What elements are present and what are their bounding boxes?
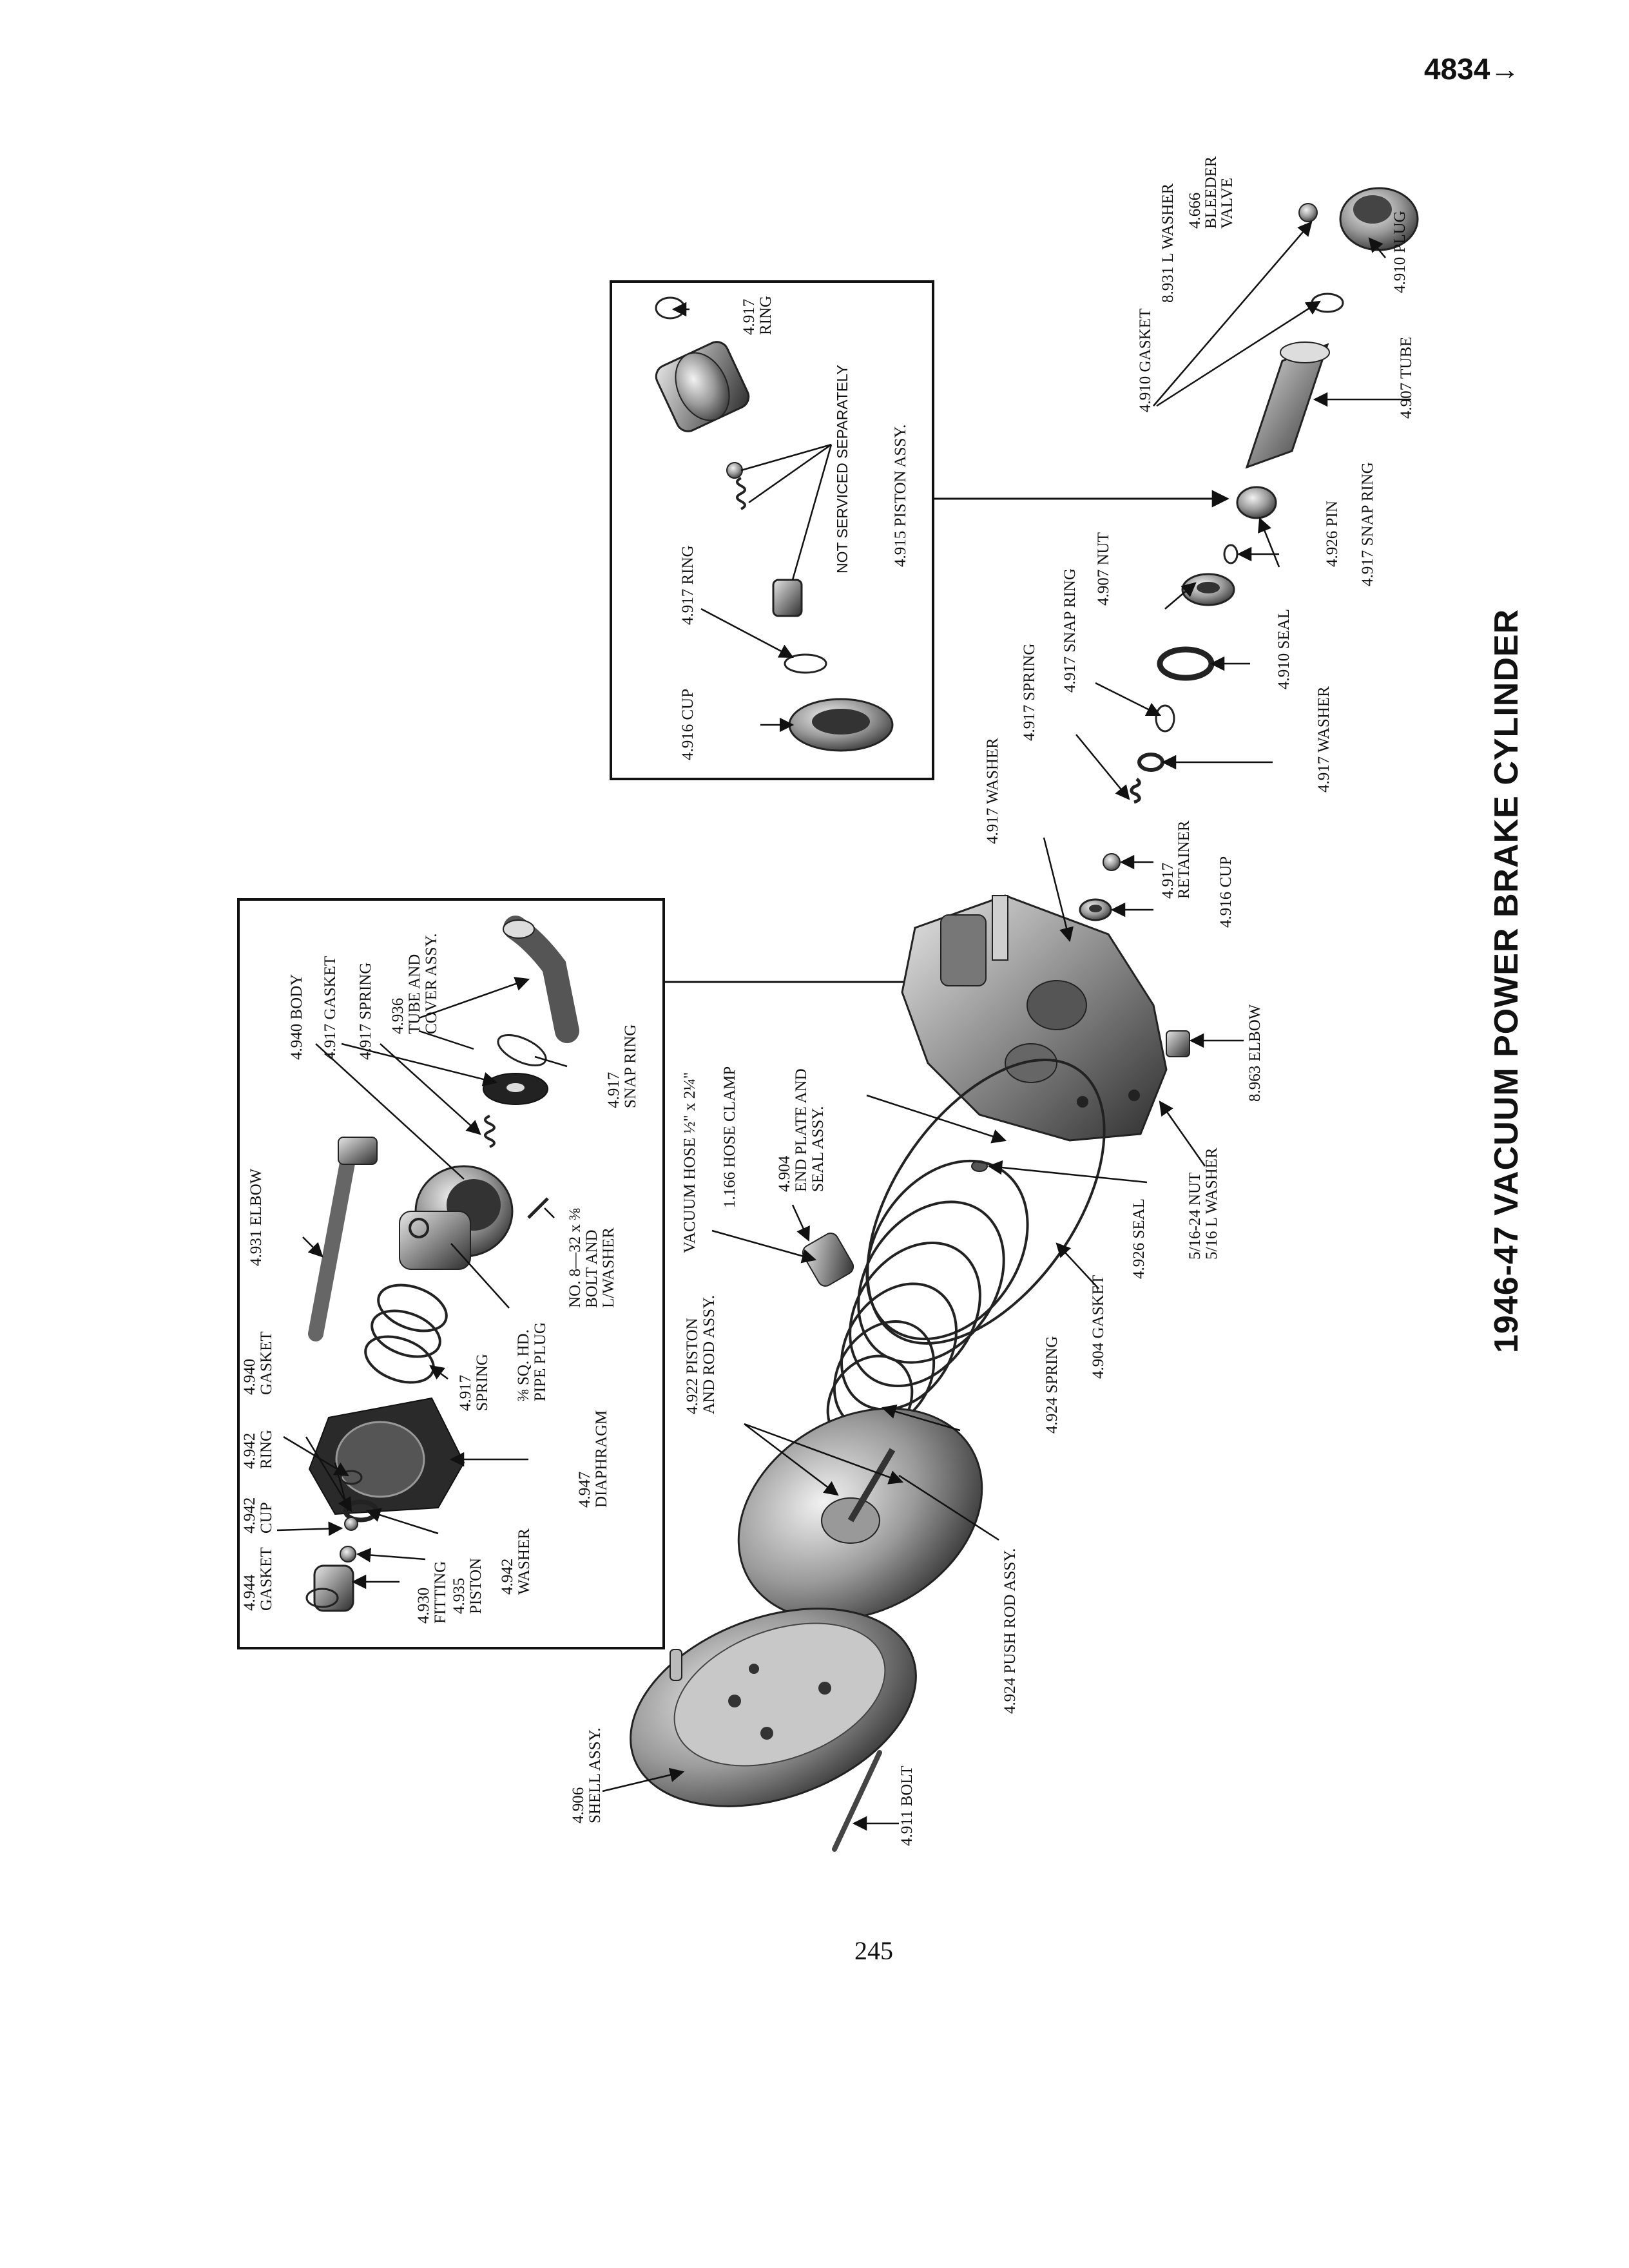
label-4917-spring-box: 4.917 SPRING — [357, 963, 374, 1060]
label-not-serviced: NOT SERVICED SEPARATELY — [834, 365, 851, 573]
piston-plate-part — [737, 1407, 983, 1621]
label-4942-ring: 4.942RING — [241, 1430, 275, 1469]
snap-ring-part-mid — [1155, 704, 1175, 733]
label-no8-bolt: NO. 8—32 x ⅜BOLT ANDL/WASHER — [566, 1208, 617, 1308]
label-4942-cup: 4.942CUP — [241, 1497, 275, 1533]
inset-cup-part — [788, 698, 894, 752]
leader-lines — [276, 221, 1411, 1831]
ring-part-box — [340, 1470, 363, 1485]
label-4904-end-plate: 4.904END PLATE ANDSEAL ASSY. — [776, 1068, 827, 1192]
label-4944-gasket: 4.944GASKET — [241, 1547, 275, 1611]
label-4936-tube-cover: 4.936TUBE ANDCOVER ASSY. — [389, 933, 440, 1034]
elbow-part-box — [308, 1137, 378, 1341]
label-4917-gasket: 4.917 GASKET — [322, 956, 339, 1060]
label-4926-pin: 4.926 PIN — [1324, 501, 1341, 567]
end-plate-body-part — [901, 894, 1168, 1142]
cover-gasket-part — [483, 1073, 548, 1105]
fitting-part-box — [305, 1564, 354, 1612]
label-4917-spring-box2: 4.917SPRING — [457, 1354, 491, 1411]
label-4917-snap-box: 4.917SNAP RING — [605, 1024, 639, 1108]
label-4931-elbow: 4.931 ELBOW — [247, 1168, 265, 1266]
elbow-part-body — [1166, 1030, 1190, 1057]
label-4924-spring: 4.924 SPRING — [1043, 1336, 1061, 1434]
label-4917-retainer: 4.917RETAINER — [1159, 820, 1193, 899]
page-number-bottom: 245 — [854, 1936, 893, 1965]
bleeder-plug-part — [1298, 187, 1419, 251]
label-4911-bolt: 4.911 BOLT — [898, 1765, 916, 1846]
inset-ball-part — [726, 462, 743, 479]
label-4906-shell: 4.906SHELL ASSY. — [570, 1727, 604, 1823]
inset-small-spring-part — [736, 477, 746, 510]
label-4907-nut: 4.907 NUT — [1095, 532, 1112, 606]
hose-clamp-part — [802, 1233, 854, 1287]
tube-part-right — [1245, 341, 1330, 469]
label-4910-seal: 4.910 SEAL — [1275, 609, 1293, 689]
label-4940-gasket: 4.940GASKET — [241, 1331, 275, 1395]
label-4917-washer-mid: 4.917 WASHER — [984, 738, 1001, 844]
washer-part-mid — [1137, 753, 1164, 772]
pin-piston-part — [1236, 486, 1277, 519]
label-pipe-plug: ⅜ SQ. HD.PIPE PLUG — [515, 1322, 549, 1401]
label-4916-cup-top: 4.916 CUP — [679, 689, 697, 760]
inset-ring-part — [655, 296, 686, 320]
label-4930-fitting: 4.930FITTING — [415, 1561, 449, 1624]
label-4904-gasket: 4.904 GASKET — [1090, 1275, 1107, 1379]
inset-piston-part — [655, 341, 750, 432]
seal-part-right — [1157, 646, 1215, 681]
bolt-part-box — [527, 1197, 549, 1219]
label-4940-body: 4.940 BODY — [288, 974, 305, 1060]
label-vacuum-hose: VACUUM HOSE ½" x 2¼" — [681, 1072, 699, 1253]
label-4907-tube: 4.907 TUBE — [1398, 337, 1415, 419]
label-4917-snap-right: 4.917 SNAP RING — [1359, 462, 1376, 586]
label-4910-plug: 4.910 PLUG — [1391, 211, 1409, 293]
label-4935-piston: 4.935PISTON — [450, 1558, 485, 1614]
snap-ring-part-box — [497, 1034, 547, 1066]
cup-part-mid — [1079, 898, 1112, 921]
label-4917-spring-mid: 4.917 SPRING — [1021, 644, 1038, 741]
label-4917-ring-top: 4.917RING — [740, 296, 775, 335]
shell-assy-part — [630, 1608, 917, 1807]
label-4917-ring: 4.917 RING — [679, 545, 697, 625]
label-4916-cup-mid: 4.916 CUP — [1217, 856, 1235, 928]
inset-ring-part-2 — [784, 653, 827, 674]
diaphragm-part — [308, 1397, 465, 1515]
nut-part-right — [1181, 573, 1235, 606]
retainer-part — [1103, 853, 1121, 871]
piston-inset-parts — [655, 296, 894, 752]
label-4917-washer-right: 4.917 WASHER — [1315, 686, 1333, 793]
label-4924-push-rod: 4.924 PUSH ROD ASSY. — [1001, 1548, 1019, 1714]
tube-cover-part — [503, 916, 579, 1043]
valve-body-part — [399, 1165, 514, 1270]
label-4666-bleeder: 4.666BLEEDERVALVE — [1186, 156, 1236, 229]
inset-valve-part — [772, 579, 803, 617]
label-4910-gasket: 4.910 GASKET — [1137, 309, 1154, 412]
label-516-nut: 5/16-24 NUT5/16 L WASHER — [1186, 1148, 1220, 1260]
label-8963-elbow: 8.963 ELBOW — [1246, 1004, 1264, 1102]
label-4926-seal: 4.926 SEAL — [1130, 1198, 1148, 1279]
page-number-top: 4834→ — [1424, 52, 1520, 86]
bolt-part — [832, 1750, 882, 1852]
control-valve-inset-box — [237, 898, 665, 1649]
spring-part-box — [484, 1115, 496, 1148]
label-1166-hose-clamp: 1.166 HOSE CLAMP — [721, 1066, 738, 1208]
label-4947-diaphragm: 4.947DIAPHRAGM — [576, 1410, 610, 1508]
label-4917-snap-mid: 4.917 SNAP RING — [1061, 568, 1079, 693]
label-4922-piston-rod: 4.922 PISTONAND ROD ASSY. — [684, 1295, 718, 1414]
cup-part-box — [344, 1517, 358, 1531]
piston-part-box — [340, 1546, 356, 1562]
piston-assy-inset-box — [610, 280, 934, 780]
spring-part-mid — [1130, 778, 1141, 804]
part-labels: 4.917RING NOT SERVICED SEPARATELY 4.915 … — [241, 156, 1415, 1846]
label-8931-washer: 8.931 L WASHER — [1159, 183, 1177, 303]
snap-ring-part-right — [1223, 544, 1239, 564]
spring-part-box2 — [364, 1283, 448, 1384]
pipe-plug-part — [409, 1218, 430, 1238]
label-4915-piston-assy: 4.915 PISTON ASSY. — [892, 425, 909, 567]
label-4942-washer: 4.942WASHER — [499, 1528, 533, 1595]
